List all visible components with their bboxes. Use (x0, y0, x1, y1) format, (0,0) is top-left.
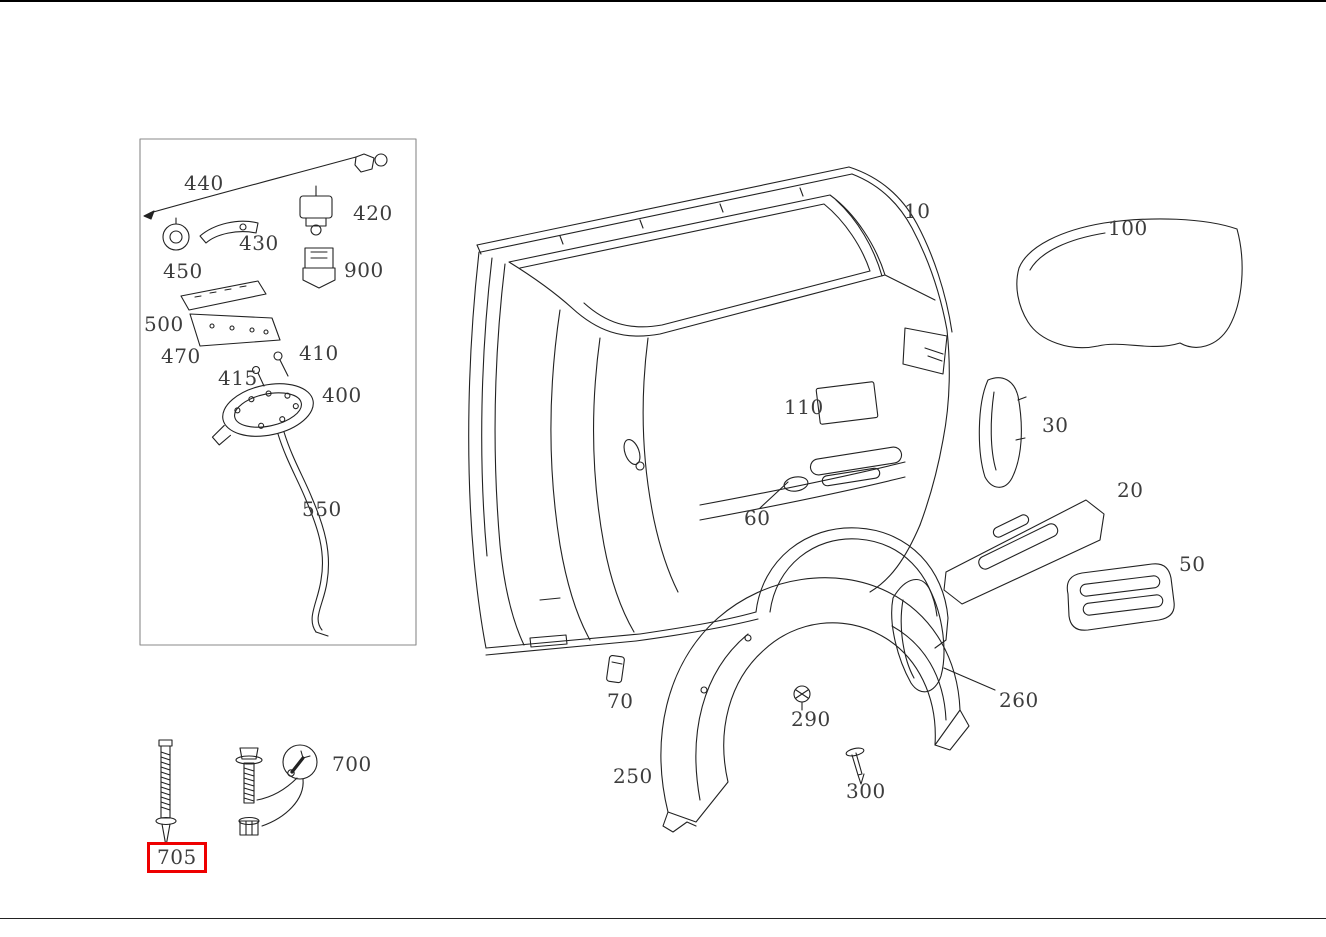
part-drawing-30-bracket (978, 377, 1027, 488)
page-bottom-rule (0, 918, 1326, 919)
page-top-border (0, 0, 1326, 2)
part-drawing-420-actuator (299, 185, 333, 236)
wrench-icon (256, 744, 318, 827)
part-drawing-900-bracket (302, 247, 336, 289)
part-drawing-10-body-shell (468, 166, 953, 656)
part-drawing-470-panel (189, 313, 281, 347)
part-label-400[interactable]: 400 (322, 383, 362, 407)
part-label-900[interactable]: 900 (344, 258, 384, 282)
part-label-70[interactable]: 70 (607, 689, 634, 713)
part-drawing-410-bolt (273, 351, 289, 377)
part-drawing-300-rivet (845, 747, 865, 785)
part-drawing-250-wheel-arch-liner (660, 577, 970, 833)
inset-box (139, 138, 417, 646)
part-label-470[interactable]: 470 (161, 344, 201, 368)
part-label-550[interactable]: 550 (302, 497, 342, 521)
part-label-250[interactable]: 250 (613, 764, 653, 788)
part-label-110[interactable]: 110 (784, 395, 824, 419)
part-label-20[interactable]: 20 (1117, 478, 1144, 502)
part-drawing-415-bolt (251, 365, 265, 387)
part-label-300[interactable]: 300 (846, 779, 886, 803)
part-label-290[interactable]: 290 (791, 707, 831, 731)
part-drawing-550-drain-hose (277, 431, 330, 637)
part-label-100[interactable]: 100 (1108, 216, 1148, 240)
part-label-260[interactable]: 260 (999, 688, 1039, 712)
part-drawing-430-bracket (199, 220, 259, 244)
part-label-420[interactable]: 420 (353, 201, 393, 225)
part-drawing-20-sill-reinforcement (943, 499, 1105, 605)
part-label-500[interactable]: 500 (144, 312, 184, 336)
part-drawing-50-vent-grille (1066, 563, 1175, 631)
part-drawing-110-label-plate (815, 381, 879, 425)
part-label-450[interactable]: 450 (163, 259, 203, 283)
part-drawing-705-stud (155, 739, 177, 847)
part-label-10[interactable]: 10 (904, 199, 931, 223)
part-drawing-450-cap (162, 217, 190, 251)
part-label-700[interactable]: 700 (332, 752, 372, 776)
part-drawing-290-clip (793, 685, 811, 711)
part-drawing-440-release-cable (143, 153, 388, 220)
part-drawing-400-filler-housing (211, 383, 314, 446)
leader-line-60 (759, 481, 789, 509)
part-label-705-highlighted[interactable]: 705 (147, 842, 207, 873)
part-drawing-700-bolt-and-nut (235, 747, 263, 836)
part-label-410[interactable]: 410 (299, 341, 339, 365)
part-label-50[interactable]: 50 (1179, 552, 1206, 576)
part-label-430[interactable]: 430 (239, 231, 279, 255)
part-label-440[interactable]: 440 (184, 171, 224, 195)
part-drawing-500-panel (180, 280, 267, 311)
part-drawing-260-bracket (891, 579, 996, 693)
part-drawing-70-shim (606, 654, 625, 684)
part-drawing-100-quarter-panel (1016, 218, 1243, 349)
part-label-30[interactable]: 30 (1042, 413, 1069, 437)
part-label-60[interactable]: 60 (744, 506, 771, 530)
part-label-415[interactable]: 415 (218, 366, 258, 390)
